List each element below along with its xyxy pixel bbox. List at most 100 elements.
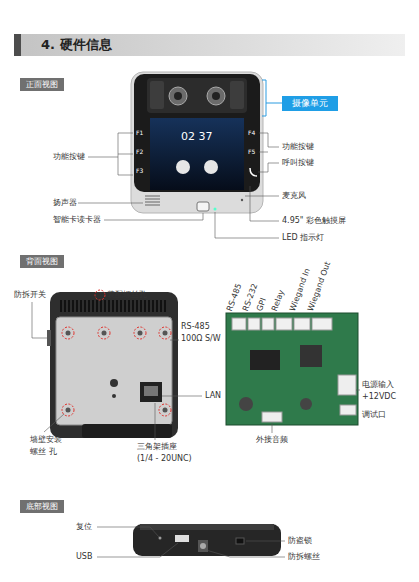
port-name: USB	[76, 552, 92, 562]
bottom-device	[133, 524, 281, 556]
front-device	[150, 81, 164, 109]
back-device	[66, 331, 71, 336]
part-name: 墙壁安装	[30, 435, 62, 445]
front-device	[212, 92, 220, 100]
front-device	[214, 208, 217, 211]
part-name: LED 指示灯	[282, 233, 324, 243]
leader-lines	[162, 396, 202, 397]
part-name: 呼叫按键	[282, 158, 314, 168]
leader-lines	[155, 403, 156, 440]
button-label: F4	[248, 129, 255, 136]
part-name: 三角架插座	[137, 442, 177, 452]
back-device	[112, 394, 116, 398]
front-device	[197, 202, 209, 211]
front-device	[241, 199, 243, 201]
bottom-device	[236, 538, 244, 544]
bottom-device	[140, 524, 274, 530]
signal-name: RS-485	[181, 322, 210, 332]
port-name: 电源输入	[362, 380, 394, 390]
leader-lines	[272, 390, 360, 433]
circuit-board	[294, 318, 310, 330]
front-device	[250, 168, 257, 176]
back-device	[102, 331, 107, 336]
dimension: (1/4 - 20UNC)	[137, 454, 192, 464]
bottom-device	[200, 543, 206, 549]
circuit-board	[262, 318, 274, 330]
signal-name: 100Ω S/W	[181, 334, 221, 344]
bottom-device	[175, 535, 189, 542]
camera-bracket	[262, 80, 282, 116]
port-name: LAN	[205, 391, 221, 401]
part-name: 功能按键	[282, 142, 314, 152]
part-name: 功能按键	[53, 152, 85, 162]
section-tab: 底部视图	[20, 500, 64, 513]
circuit-board	[262, 412, 282, 422]
box-text: 正面视图	[26, 79, 58, 90]
back-device	[62, 290, 171, 416]
back-device	[163, 408, 168, 413]
circuit-board	[226, 313, 358, 425]
front-device	[134, 74, 260, 192]
leader-lines	[32, 302, 202, 440]
leader-lines	[97, 543, 178, 557]
leader-lines	[44, 414, 64, 432]
leader-lines	[258, 163, 279, 172]
leader-lines	[356, 390, 360, 391]
callout-box: 摄像单元	[282, 96, 338, 111]
button-label: F3	[136, 167, 143, 174]
back-device	[144, 386, 158, 396]
leader-lines	[32, 302, 47, 338]
front-device	[147, 78, 247, 113]
back-device	[50, 292, 178, 438]
circuit-board	[232, 318, 246, 330]
section-tab: 背面视图	[20, 255, 64, 268]
box-text: 4. 硬件信息	[41, 36, 399, 54]
leader-lines	[215, 212, 279, 238]
box-text: 背面视图	[26, 256, 58, 267]
port-name: 调试口	[362, 410, 386, 420]
circuit-board	[239, 397, 253, 411]
leader-lines	[97, 527, 159, 537]
front-device	[145, 196, 160, 205]
leader-lines	[246, 541, 285, 542]
back-device	[56, 317, 172, 425]
back-device	[110, 379, 118, 387]
front-device	[131, 72, 263, 213]
part-name: 扬声器	[53, 198, 77, 208]
button-label: F5	[248, 148, 255, 155]
back-device	[138, 331, 143, 336]
leader-lines	[206, 550, 285, 557]
back-device	[60, 300, 168, 312]
button-label: F2	[136, 148, 143, 155]
front-device	[176, 160, 190, 174]
back-device	[47, 330, 51, 346]
part-name: 装配螺丝孔	[107, 290, 147, 300]
back-device	[66, 408, 71, 413]
front-device	[174, 92, 182, 100]
back-device	[82, 424, 172, 438]
part-name: 防拆开关	[14, 290, 46, 300]
box-text: 摄像单元	[292, 97, 328, 110]
circuit-board	[248, 318, 260, 330]
circuit-board	[338, 375, 356, 395]
circuit-board	[312, 318, 332, 330]
front-device	[169, 87, 187, 105]
circuit-board	[300, 345, 322, 367]
circuit-board	[340, 405, 356, 415]
back-device	[134, 327, 146, 339]
circuit-board	[300, 398, 312, 410]
part-name: 智能卡读卡器	[53, 215, 101, 225]
part-name: 螺丝 孔	[30, 447, 57, 457]
leader-lines	[97, 527, 285, 557]
part-name: 复位	[76, 522, 92, 532]
leader-lines	[259, 133, 279, 152]
front-device	[150, 118, 244, 190]
back-device	[98, 327, 110, 339]
connector-name: GPI	[255, 297, 269, 313]
signal-name: +12VDC	[362, 392, 396, 402]
bottom-device	[133, 524, 281, 556]
front-device	[230, 81, 244, 109]
front-device	[131, 72, 263, 213]
part-name: 麦克风	[282, 191, 306, 201]
